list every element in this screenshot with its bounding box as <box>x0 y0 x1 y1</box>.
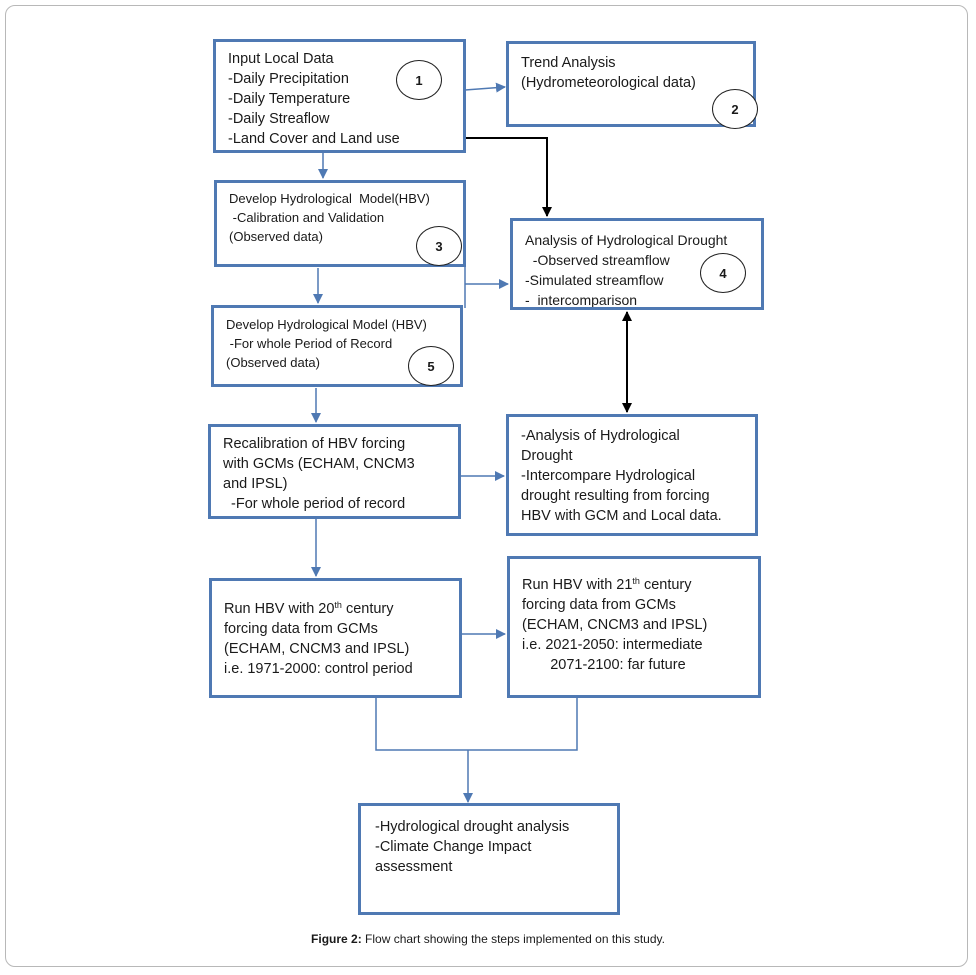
step-text-line: drought resulting from forcing <box>521 488 710 504</box>
step-text-suffix: century <box>639 577 692 593</box>
step-text-line: forcing data from GCMs <box>522 597 676 613</box>
step-text-line: (ECHAM, CNCM3 and IPSL) <box>522 617 708 633</box>
step-text-line: -Analysis of Hydrological <box>521 428 680 444</box>
step-text-line: -Daily Temperature <box>228 91 351 107</box>
step-input-local-data: Input Local Data -Daily Precipitation -D… <box>213 39 466 153</box>
figure-caption: Figure 2: Flow chart showing the steps i… <box>0 932 976 946</box>
arrow-1-to-2 <box>464 82 506 93</box>
caption-text: Flow chart showing the steps implemented… <box>361 932 665 946</box>
step-text-line: -Simulated streamflow <box>525 272 664 288</box>
step-text-prefix: Run HBV with 21 <box>522 577 633 593</box>
step-text-line: Develop Hydrological Model (HBV) <box>226 317 427 332</box>
step-text-line: (ECHAM, CNCM3 and IPSL) <box>224 641 410 657</box>
ordinal-suffix: th <box>632 576 640 586</box>
step-text-line: Drought <box>521 448 573 464</box>
step-develop-hbv-calibration: Develop Hydrological Model(HBV) -Calibra… <box>214 180 466 267</box>
step-text-line: -Daily Streaflow <box>228 111 330 127</box>
arrow-1-to-4 <box>465 137 552 217</box>
step-text-line: HBV with GCM and Local data. <box>521 508 722 524</box>
step-text-line: i.e. 1971-2000: control period <box>224 661 413 677</box>
step-text-line: Run HBV with 20th century <box>224 599 449 619</box>
step-number-badge: 2 <box>712 89 758 129</box>
ordinal-suffix: th <box>334 600 342 610</box>
step-text-line: -Hydrological drought analysis <box>375 819 570 835</box>
step-text-line: 2071-2100: far future <box>522 657 686 673</box>
step-text-line: with GCMs (ECHAM, CNCM3 <box>223 456 415 472</box>
step-text-suffix: century <box>341 601 394 617</box>
step-run-hbv-21st-century: Run HBV with 21th century forcing data f… <box>507 556 761 698</box>
step-text-line: Develop Hydrological Model(HBV) <box>229 191 430 206</box>
step-text-line: -For whole period of record <box>223 496 406 512</box>
step-final-assessment: -Hydrological drought analysis -Climate … <box>358 803 620 915</box>
step-text-line: i.e. 2021-2050: intermediate <box>522 637 703 653</box>
step-text-line: Trend Analysis <box>521 55 616 71</box>
step-intercompare-drought: -Analysis of Hydrological Drought -Inter… <box>506 414 758 536</box>
step-text-line: assessment <box>375 859 453 875</box>
step-text-line: (Observed data) <box>229 229 323 244</box>
merge-line <box>375 698 578 751</box>
step-text-prefix: Run HBV with 20 <box>224 601 335 617</box>
step-text-line: Input Local Data <box>228 51 334 67</box>
step-run-hbv-20th-century: Run HBV with 20th century forcing data f… <box>209 578 462 698</box>
step-text-line: forcing data from GCMs <box>224 621 378 637</box>
caption-label: Figure 2: <box>311 932 362 946</box>
step-number-badge: 1 <box>396 60 442 100</box>
step-text-line: -Observed streamflow <box>525 252 670 268</box>
step-text-line: (Hydrometeorological data) <box>521 75 696 91</box>
step-text-line: -Climate Change Impact <box>375 839 532 855</box>
step-text-line: -Calibration and Validation <box>229 210 385 225</box>
step-number-badge: 5 <box>408 346 454 386</box>
step-number-badge: 4 <box>700 253 746 293</box>
step-text-line: (Observed data) <box>226 355 320 370</box>
step-text-line: and IPSL) <box>223 476 288 492</box>
step-recalibration-gcms: Recalibration of HBV forcing with GCMs (… <box>208 424 461 519</box>
figure-frame <box>5 5 968 967</box>
step-text-line: - intercomparison <box>525 292 638 308</box>
step-text-line: -Intercompare Hydrological <box>521 468 696 484</box>
step-text-line: Run HBV with 21th century <box>522 575 748 595</box>
step-text-line: Recalibration of HBV forcing <box>223 436 406 452</box>
step-number-badge: 3 <box>416 226 462 266</box>
step-text-line: -Daily Precipitation <box>228 71 349 87</box>
step-text-line: Analysis of Hydrological Drought <box>525 232 728 248</box>
step-text-line: -For whole Period of Record <box>226 336 393 351</box>
step-text-line: -Land Cover and Land use <box>228 131 400 147</box>
